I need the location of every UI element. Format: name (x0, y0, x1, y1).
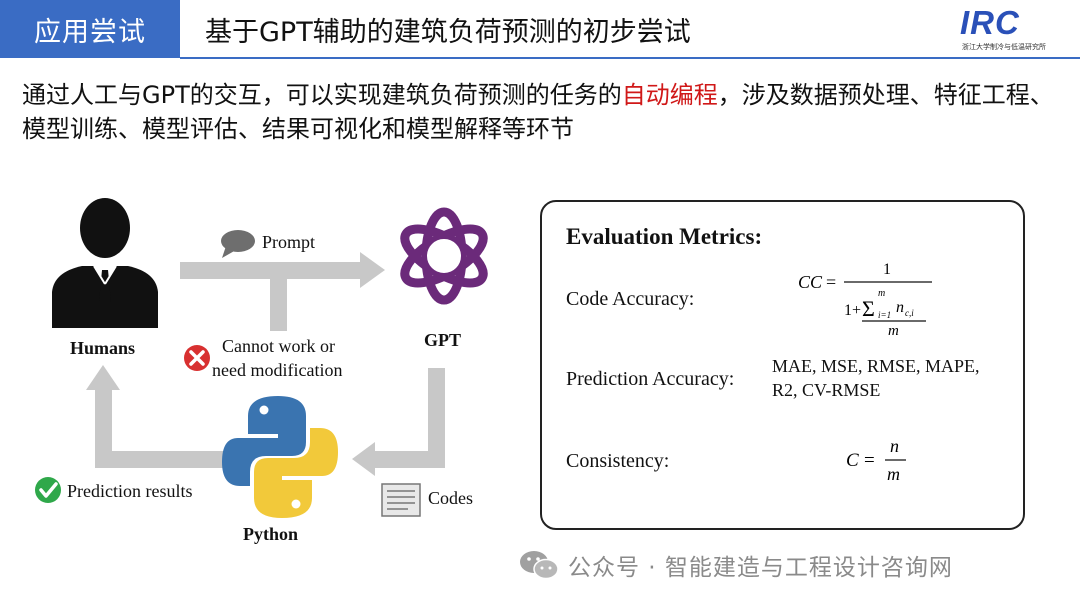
watermark: 公众号 · 智能建造与工程设计咨询网 (518, 548, 953, 582)
prompt-arrow (180, 252, 385, 331)
intro-text-1: 通过人工与GPT的交互，可以实现建筑负荷预测的任务的 (22, 81, 622, 109)
section-tag: 应用尝试 (0, 0, 180, 58)
consistency-label: Consistency: (566, 450, 670, 472)
svg-text:CC: CC (798, 272, 823, 292)
slide-header: 应用尝试 基于GPT辅助的建筑负荷预测的初步尝试 IRC 浙江大学制冷与低温研究… (0, 0, 1080, 59)
code-accuracy-formula: CC = 1 1+ Σ m i=1 n c,i m (798, 261, 932, 338)
gpt-label: GPT (424, 330, 462, 350)
svg-text:1: 1 (883, 261, 891, 278)
intro-highlight: 自动编程 (621, 81, 718, 109)
code-accuracy-label: Code Accuracy: (566, 288, 695, 310)
prediction-accuracy-label: Prediction Accuracy: (566, 368, 735, 390)
humans-label: Humans (70, 338, 136, 358)
svg-text:n: n (890, 436, 899, 456)
gpt-logo-icon (400, 207, 488, 305)
intro-text-2: ，涉及数据预处理、特征工程、模型训练、模型评估、结果可视化和模型解释等环节 (22, 81, 1054, 143)
logo-subtext: 浙江大学制冷与低温研究所 (962, 43, 1046, 51)
cannot-work-label-line2: need modification (212, 360, 343, 380)
success-check-icon (35, 477, 61, 503)
irc-logo: IRC 浙江大学制冷与低温研究所 (960, 4, 1075, 54)
svg-text:m: m (878, 288, 885, 299)
prediction-metrics-line2: R2, CV-RMSE (772, 380, 881, 400)
codes-label: Codes (428, 488, 473, 508)
svg-text:c,i: c,i (905, 308, 914, 318)
error-x-icon (184, 345, 210, 371)
python-logo-icon (222, 396, 338, 518)
svg-text:1+: 1+ (844, 302, 861, 319)
document-icon (381, 483, 421, 517)
human-icon (52, 198, 158, 328)
svg-text:=: = (826, 272, 836, 292)
wechat-icon (520, 551, 559, 580)
metrics-title: Evaluation Metrics: (566, 224, 763, 249)
logo-text: IRC (960, 4, 1020, 41)
workflow-diagram: Humans GPT Python Prompt Cannot work or … (0, 180, 540, 560)
consistency-formula: C = n m (846, 436, 906, 484)
page-title: 基于GPT辅助的建筑负荷预测的初步尝试 (205, 16, 691, 48)
header-divider (180, 57, 1080, 59)
svg-text:n: n (896, 299, 904, 316)
svg-text:Σ: Σ (862, 296, 875, 321)
svg-text:=: = (864, 450, 875, 471)
prediction-accuracy-metrics: MAE, MSE, RMSE, MAPE, R2, CV-RMSE (772, 354, 980, 402)
svg-text:C: C (846, 450, 859, 471)
cannot-work-label-line1: Cannot work or (222, 336, 335, 356)
prediction-results-label: Prediction results (67, 481, 193, 501)
evaluation-metrics-box: Evaluation Metrics: Code Accuracy: CC = … (540, 200, 1025, 530)
watermark-text: 公众号 · 智能建造与工程设计咨询网 (568, 555, 953, 581)
svg-text:m: m (888, 323, 899, 338)
prediction-metrics-line1: MAE, MSE, RMSE, MAPE, (772, 356, 980, 376)
svg-text:i=1: i=1 (878, 310, 891, 320)
python-label: Python (243, 524, 299, 544)
workflow-graphics (35, 198, 488, 518)
prompt-label: Prompt (262, 232, 316, 252)
svg-text:m: m (887, 464, 900, 484)
intro-paragraph: 通过人工与GPT的交互，可以实现建筑负荷预测的任务的自动编程，涉及数据预处理、特… (22, 78, 1062, 146)
speech-bubble-icon (221, 230, 255, 258)
results-arrow (86, 365, 225, 468)
codes-arrow (352, 368, 445, 476)
